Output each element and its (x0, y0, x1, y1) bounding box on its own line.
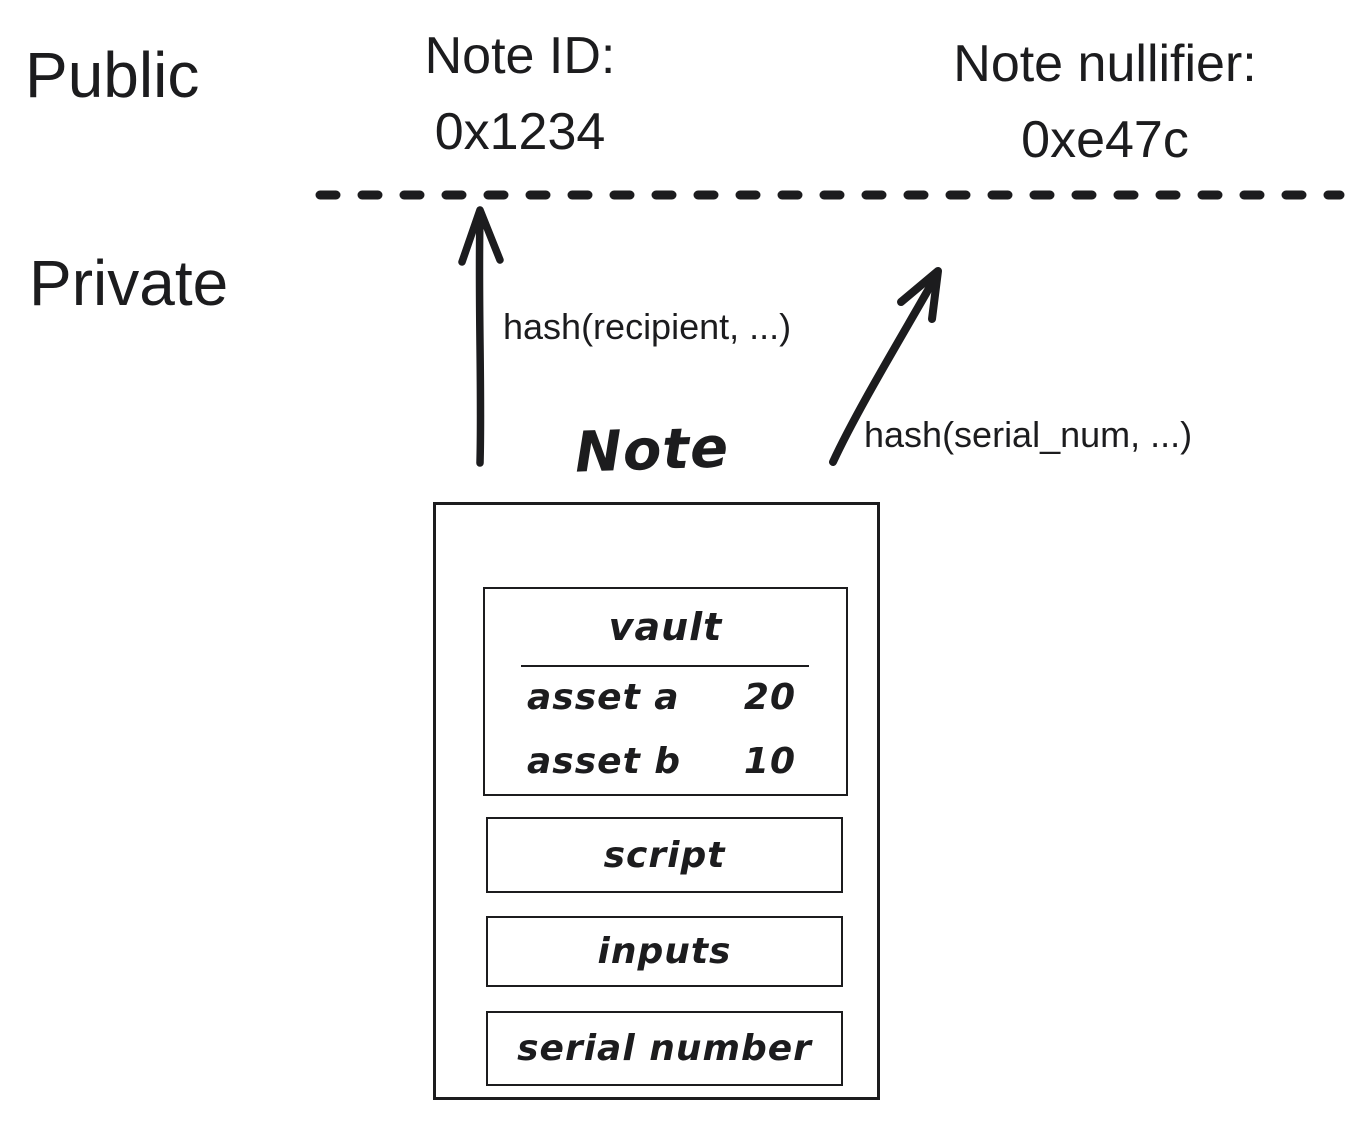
note-nullifier-value: 0xe47c (1021, 111, 1189, 169)
script-field-box: script (486, 817, 843, 893)
vault-table-divider (521, 665, 809, 667)
vault-asset-amount: 10 (743, 741, 796, 782)
vault-table-title: vault (608, 605, 723, 649)
inputs-field-label: inputs (597, 931, 732, 972)
inputs-field-box: inputs (486, 916, 843, 987)
vault-asset-name: asset a (527, 677, 680, 718)
note-id-label: Note ID: (424, 27, 616, 85)
note-nullifier-annotation: Note nullifier: 0xe47c (935, 26, 1275, 178)
serial-num-hash-arrow-label: hash(serial_num, ...) (864, 414, 1193, 455)
vault-table: vault asset a 20 asset b 10 (483, 587, 848, 796)
serial-number-field-label: serial number (517, 1028, 812, 1069)
recipient-hash-arrow-label: hash(recipient, ...) (503, 306, 792, 347)
note-box: vault asset a 20 asset b 10 script input… (433, 502, 880, 1100)
note-box-title: Note (573, 415, 731, 486)
recipient-hash-arrow (458, 206, 504, 467)
note-id-value: 0x1234 (434, 103, 606, 161)
private-layer-label: Private (29, 247, 229, 319)
vault-row: asset a 20 (485, 677, 846, 718)
serial-number-field-box: serial number (486, 1011, 843, 1086)
script-field-label: script (603, 834, 726, 876)
public-layer-label: Public (25, 39, 200, 111)
vault-asset-amount: 20 (743, 677, 796, 718)
vault-asset-name: asset b (527, 741, 682, 782)
vault-row: asset b 10 (485, 741, 846, 782)
note-nullifier-label: Note nullifier: (953, 35, 1257, 93)
note-id-annotation: Note ID: 0x1234 (350, 18, 690, 170)
